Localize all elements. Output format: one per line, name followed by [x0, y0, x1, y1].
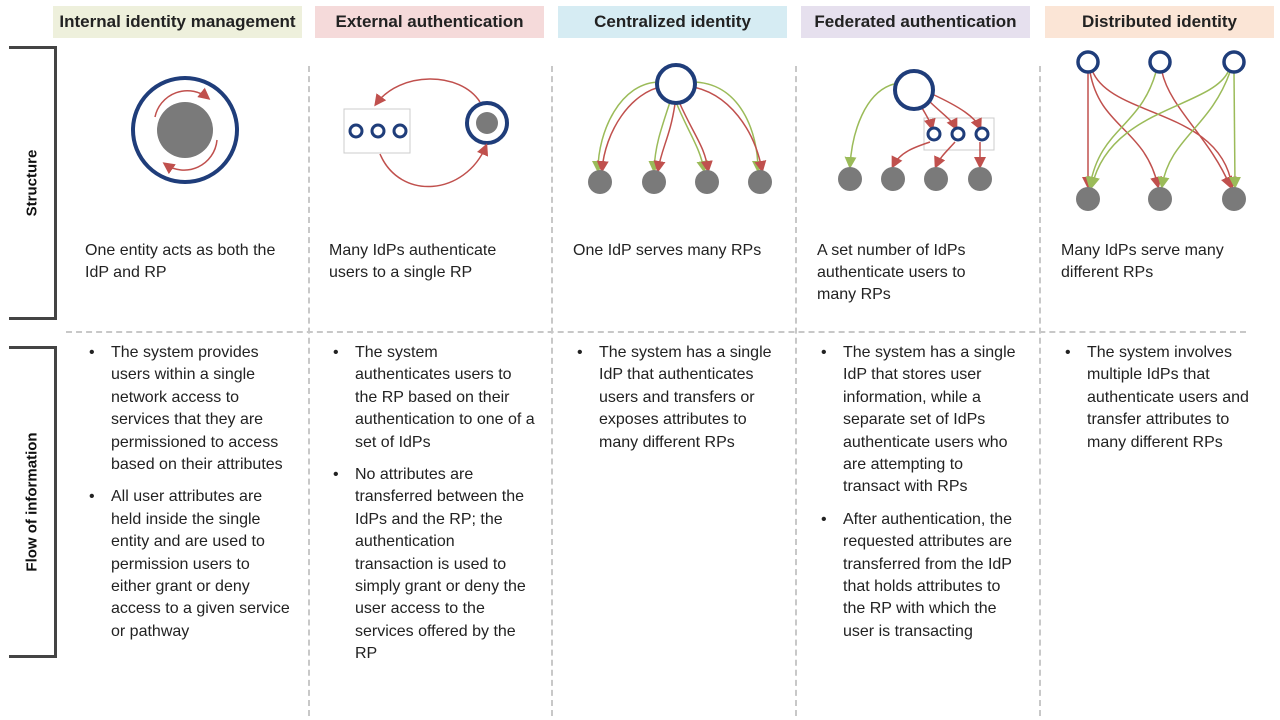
structure-desc-centralized: One IdP serves many RPs [573, 242, 762, 259]
arrow-green [1157, 71, 1231, 189]
idp-ring [926, 126, 942, 142]
flow-centralized: The system has a single IdP that authent… [574, 342, 774, 464]
diagram-federated [838, 69, 995, 191]
arrow-green [675, 101, 709, 173]
arrow-red [162, 139, 218, 175]
arrow-red [687, 85, 767, 173]
flow-distributed: The system involves multiple IdPs that a… [1062, 342, 1267, 464]
arrow-red [374, 78, 481, 107]
arrow-red [934, 141, 956, 169]
rp-node [881, 167, 905, 191]
flow-internal: The system provides users within a singl… [86, 342, 294, 653]
arrow-green [592, 81, 661, 173]
column-separator [1039, 66, 1041, 716]
diagram-distributed [1076, 50, 1246, 211]
diagram-internal [131, 76, 239, 184]
arrow-red [1089, 71, 1162, 189]
arrow-red [931, 93, 982, 131]
arrow-red [1161, 71, 1233, 189]
rp-node [968, 167, 992, 191]
idp-ring [974, 126, 990, 142]
arrow-green [691, 81, 764, 173]
column-separator [308, 66, 310, 716]
flow-bullet: The system authenticates users to the RP… [333, 342, 535, 454]
header-centralized-identity: Centralized identity [558, 6, 787, 38]
flow-bullet: After authentication, the requested attr… [821, 509, 1023, 643]
arrow-green [1228, 71, 1241, 189]
header-internal-identity-management: Internal identity management [53, 6, 302, 38]
arrow-red [891, 141, 931, 169]
rp-node [476, 112, 498, 134]
flow-federated: The system has a single IdP that stores … [818, 342, 1023, 653]
row-label-structure: Structure [9, 46, 57, 320]
header-distributed-identity: Distributed identity [1045, 6, 1274, 38]
entity-node [157, 102, 213, 158]
flow-bullet: The system involves multiple IdPs that a… [1065, 342, 1267, 454]
idp-ring [392, 123, 408, 139]
flow-bullet: The system has a single IdP that authent… [577, 342, 774, 454]
rp-node [1222, 187, 1246, 211]
arrow-red [679, 103, 713, 173]
rp-node [924, 167, 948, 191]
arrow-red [1091, 69, 1237, 189]
row-label-flow: Flow of information [9, 346, 57, 658]
diagram-external [343, 78, 509, 188]
arrow-red [154, 87, 211, 118]
column-separator [795, 66, 797, 716]
structure-desc-external: Many IdPs authenticate users to a single… [329, 242, 497, 281]
idp-ring [1148, 50, 1172, 74]
rp-node [642, 170, 666, 194]
flow-external: The system authenticates users to the RP… [330, 342, 535, 676]
idp-ring [893, 69, 935, 111]
arrow-red [927, 99, 958, 131]
flow-bullet: The system has a single IdP that stores … [821, 342, 1023, 499]
structure-desc-distributed: Many IdPs serve many different RPs [1061, 242, 1224, 281]
ring-circle [131, 76, 239, 184]
arrow-green [1088, 71, 1229, 189]
idp-ring [1222, 50, 1246, 74]
rp-node [695, 170, 719, 194]
rp-node [1076, 187, 1100, 211]
idp-ring [950, 126, 966, 142]
flow-bullet: All user attributes are held inside the … [89, 486, 294, 643]
structure-desc-federated: A set number of IdPs authenticate users … [817, 242, 966, 303]
arrow-red [653, 103, 676, 173]
rp-ring [465, 101, 509, 145]
row-label-flow-text: Flow of information [23, 432, 40, 572]
row-separator [66, 331, 1246, 333]
flow-bullet: No attributes are transferred between th… [333, 464, 535, 666]
arrow-red [596, 85, 665, 173]
idp-box [923, 117, 995, 151]
arrow-red [379, 143, 489, 188]
rp-node [1148, 187, 1172, 211]
row-label-structure-text: Structure [23, 149, 40, 217]
idp-ring [655, 63, 697, 105]
structure-desc-internal: One entity acts as both the IdP and RP [85, 242, 276, 281]
arrow-green [1085, 71, 1157, 189]
arrow-green [844, 83, 895, 169]
idp-ring [1076, 50, 1100, 74]
diagram-centralized [588, 63, 772, 194]
rp-node [588, 170, 612, 194]
rp-node [748, 170, 772, 194]
rp-node [838, 167, 862, 191]
header-external-authentication: External authentication [315, 6, 544, 38]
idp-ring [348, 123, 364, 139]
idp-box [343, 108, 411, 154]
column-separator [551, 66, 553, 716]
header-federated-authentication: Federated authentication [801, 6, 1030, 38]
flow-bullet: The system provides users within a singl… [89, 342, 294, 476]
idp-ring [370, 123, 386, 139]
